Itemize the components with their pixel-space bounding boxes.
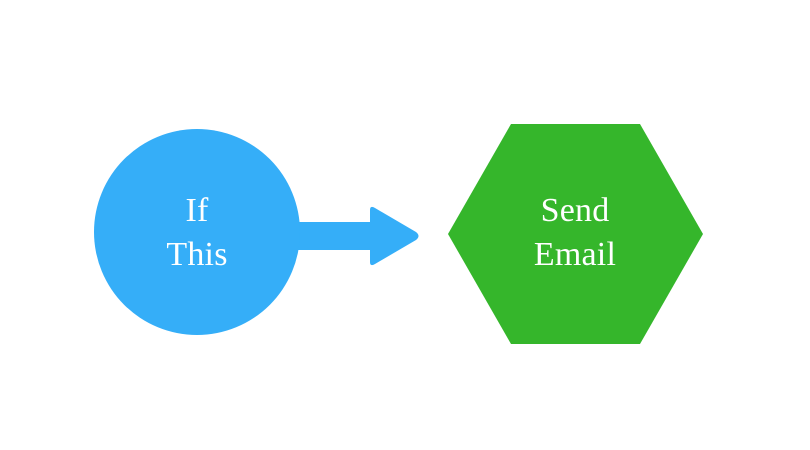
trigger-label-line-2: This (166, 236, 227, 273)
node-trigger-if-this[interactable]: If This (94, 129, 300, 335)
trigger-circle-shape (94, 129, 300, 335)
connector-arrow-trigger-to-action[interactable] (296, 206, 419, 266)
node-action-send-email[interactable]: Send Email (448, 124, 703, 344)
action-label-line-2: Email (534, 236, 616, 273)
action-label-line-1: Send (541, 192, 610, 229)
action-hexagon-shape (448, 124, 703, 344)
trigger-label-line-1: If (185, 192, 209, 229)
arrow-shaft-and-head-icon (296, 206, 419, 266)
